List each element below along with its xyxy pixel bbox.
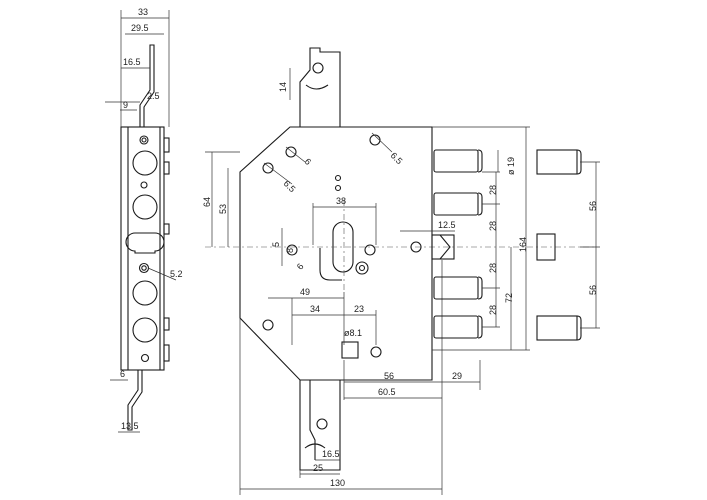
- front-view: 14 6.5 6 6.5 64 53 38 5 8 6 12.5 49: [202, 47, 595, 495]
- top-tongue: [299, 47, 341, 127]
- body-hole: [364, 244, 376, 256]
- dim-64: 64: [202, 197, 212, 207]
- bolt-3: [433, 276, 479, 300]
- dim-164: 164: [518, 237, 528, 252]
- dim-28-c: 28: [488, 263, 498, 273]
- side-screw-hole: [139, 135, 149, 145]
- latch-head-right: [536, 233, 556, 261]
- dim-16-5-bottom: 16.5: [322, 449, 340, 459]
- side-bolt-hole: [132, 194, 158, 220]
- dim-56-bottom: 56: [384, 371, 394, 381]
- dim-56-b: 56: [588, 285, 598, 295]
- dim-14: 14: [278, 82, 288, 92]
- bolts: ø 19 28 28 28 28 72 164 56 56: [432, 126, 600, 351]
- dim-33: 33: [138, 7, 148, 17]
- side-cylinder-slot: [125, 232, 165, 254]
- bolt-head-right-1: [536, 149, 578, 175]
- dim-60-5: 60.5: [378, 387, 396, 397]
- latch: [431, 234, 455, 260]
- dim-6-top: 6: [303, 156, 314, 167]
- dim-9: 9: [123, 100, 128, 110]
- dim-dia-19: ø 19: [506, 157, 516, 175]
- dim-49: 49: [300, 287, 310, 297]
- dim-25: 25: [313, 463, 323, 473]
- dim-dia-8-1: ø8.1: [344, 328, 362, 338]
- dim-28-d: 28: [488, 305, 498, 315]
- bottom-tongue: [299, 380, 341, 471]
- side-bolt-hole: [132, 317, 158, 343]
- dim-6-cyl: 6: [295, 261, 306, 271]
- dim-6: 6: [120, 369, 125, 379]
- dim-28-b: 28: [488, 221, 498, 231]
- body-hole: [285, 146, 297, 158]
- dim-38: 38: [336, 196, 346, 206]
- body-hole: [286, 244, 298, 256]
- side-bottom-tail: [127, 370, 143, 431]
- dim-5-2: 5.2: [170, 269, 183, 279]
- dim-2-5: 2.5: [147, 91, 160, 101]
- dim-16-5: 16.5: [123, 57, 141, 67]
- dim-23: 23: [354, 304, 364, 314]
- spindle-square: [341, 341, 359, 359]
- side-top-tail: [139, 44, 155, 127]
- body-hole: [262, 162, 274, 174]
- side-screw-hole: [140, 353, 150, 363]
- bolt-1: [433, 149, 479, 173]
- dim-12-5: 12.5: [438, 220, 456, 230]
- body-hole: [262, 319, 274, 331]
- dim-53: 53: [218, 204, 228, 214]
- dim-56-a: 56: [588, 201, 598, 211]
- lock-body: [239, 126, 433, 381]
- dim-29-5: 29.5: [131, 23, 149, 33]
- dim-28-a: 28: [488, 185, 498, 195]
- side-bolt-hole: [132, 280, 158, 306]
- body-hole: [369, 134, 381, 146]
- side-bolt-hole: [132, 150, 158, 176]
- dim-5: 5: [271, 242, 281, 247]
- dim-34: 34: [310, 304, 320, 314]
- dim-29: 29: [452, 371, 462, 381]
- dim-72: 72: [504, 293, 514, 303]
- bolt-head-right-2: [536, 315, 578, 341]
- bolt-2: [433, 192, 479, 216]
- cylinder-cutout: [332, 221, 354, 273]
- side-view: 33 29.5 16.5 2.5 9 5.2 6 13.5: [105, 7, 183, 433]
- body-hole: [370, 346, 382, 358]
- dim-13-5: 13.5: [121, 421, 139, 431]
- dim-8: 8: [285, 248, 295, 253]
- follower-hole: [355, 261, 369, 275]
- dim-130: 130: [330, 478, 345, 488]
- bolt-4: [433, 315, 479, 339]
